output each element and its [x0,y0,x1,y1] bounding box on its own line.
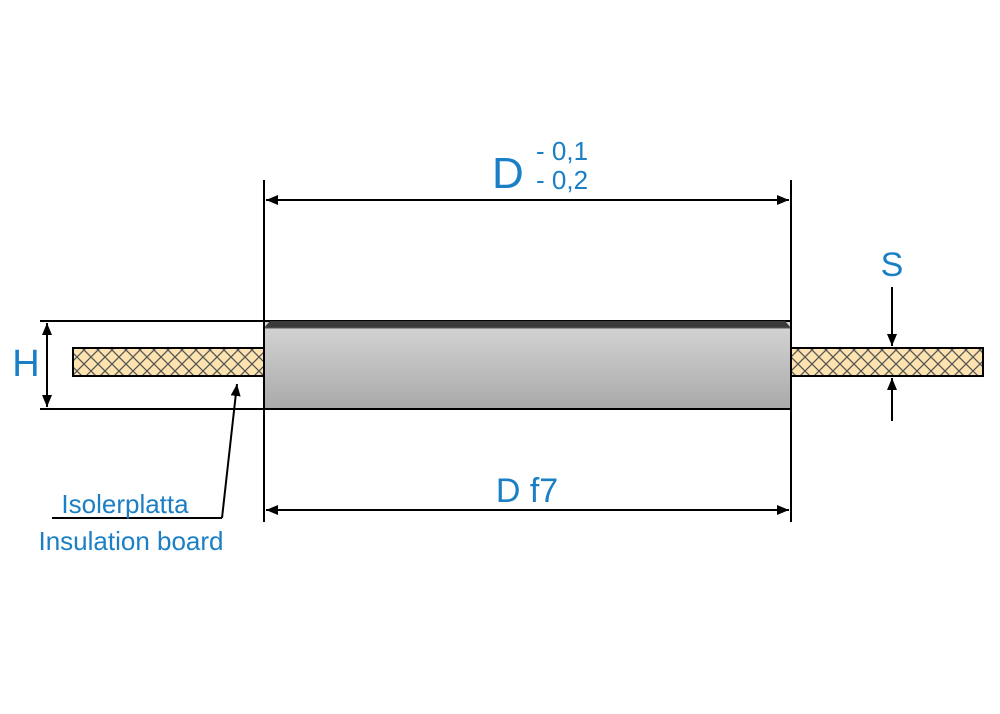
insulation-board-label-en: Insulation board [38,526,223,556]
insulation-board-right [789,347,984,377]
thickness-label: S [881,246,904,284]
insulation-board-label-sv: Isolerplatta [61,489,189,519]
bottom-dimension-label: D f7 [496,472,558,510]
leader-line [221,383,241,519]
center-block [263,320,792,410]
insulation-board-left [72,347,266,377]
top-dimension-letter: D [492,149,524,198]
top-tolerance-lower: - 0,2 [536,165,588,195]
height-label: H [12,343,39,385]
top-tolerance-upper: - 0,1 [536,136,588,166]
